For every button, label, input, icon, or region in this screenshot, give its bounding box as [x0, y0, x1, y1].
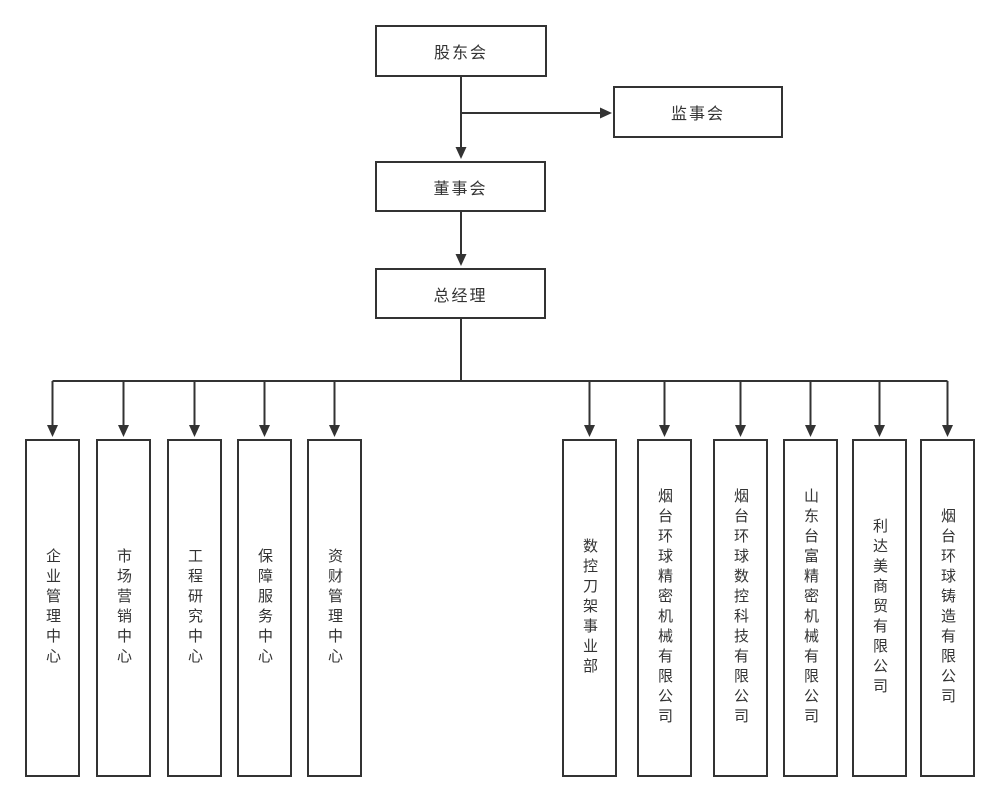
node-yantai-universal-precision-machinery: 烟台环球精密机械有限公司 — [637, 439, 692, 777]
arrowhead-child-9 — [874, 425, 885, 437]
node-label: 股东会 — [433, 45, 488, 62]
node-supervisory-board: 监事会 — [613, 86, 783, 138]
arrowhead-child-8 — [805, 425, 816, 437]
node-enterprise-management-center: 企业管理中心 — [25, 439, 80, 777]
arrowhead-child-4 — [329, 425, 340, 437]
node-label: 烟台环球铸造有限公司 — [939, 508, 956, 708]
arrowhead-child-6 — [659, 425, 670, 437]
node-label: 总经理 — [433, 287, 488, 305]
node-board-of-directors: 董事会 — [375, 161, 546, 212]
node-label: 董事会 — [433, 180, 488, 198]
arrowhead-child-10 — [942, 425, 953, 437]
node-label: 利达美商贸有限公司 — [871, 518, 888, 698]
node-shareholders-meeting: 股东会 — [375, 25, 547, 77]
arrowhead-child-5 — [584, 425, 595, 437]
node-lidamei-trading: 利达美商贸有限公司 — [852, 439, 907, 777]
node-support-service-center: 保障服务中心 — [237, 439, 292, 777]
node-cnc-tool-holder-division: 数控刀架事业部 — [562, 439, 617, 777]
node-shandong-taifu-precision-machinery: 山东台富精密机械有限公司 — [783, 439, 838, 777]
arrowhead-child-1 — [118, 425, 129, 437]
node-marketing-center: 市场营销中心 — [96, 439, 151, 777]
node-label: 烟台环球精密机械有限公司 — [656, 488, 673, 728]
node-label: 数控刀架事业部 — [581, 538, 598, 678]
node-label: 山东台富精密机械有限公司 — [802, 488, 819, 728]
arrowhead-child-3 — [259, 425, 270, 437]
arrowhead-child-2 — [189, 425, 200, 437]
arrowhead-board — [455, 147, 467, 159]
node-general-manager: 总经理 — [375, 268, 546, 319]
node-yantai-universal-cnc-technology: 烟台环球数控科技有限公司 — [713, 439, 768, 777]
node-finance-management-center: 资财管理中心 — [307, 439, 362, 777]
node-engineering-research-center: 工程研究中心 — [167, 439, 222, 777]
arrowhead-gm — [455, 254, 467, 266]
node-label: 保障服务中心 — [256, 548, 273, 668]
arrowhead-supervisory — [600, 107, 612, 119]
node-label: 资财管理中心 — [326, 548, 343, 668]
node-label: 监事会 — [670, 106, 725, 123]
node-label: 工程研究中心 — [186, 548, 203, 668]
node-label: 烟台环球数控科技有限公司 — [732, 488, 749, 728]
arrowhead-child-0 — [47, 425, 58, 437]
node-label: 企业管理中心 — [44, 548, 61, 668]
node-label: 市场营销中心 — [115, 548, 132, 668]
node-yantai-universal-casting: 烟台环球铸造有限公司 — [920, 439, 975, 777]
arrowhead-child-7 — [735, 425, 746, 437]
